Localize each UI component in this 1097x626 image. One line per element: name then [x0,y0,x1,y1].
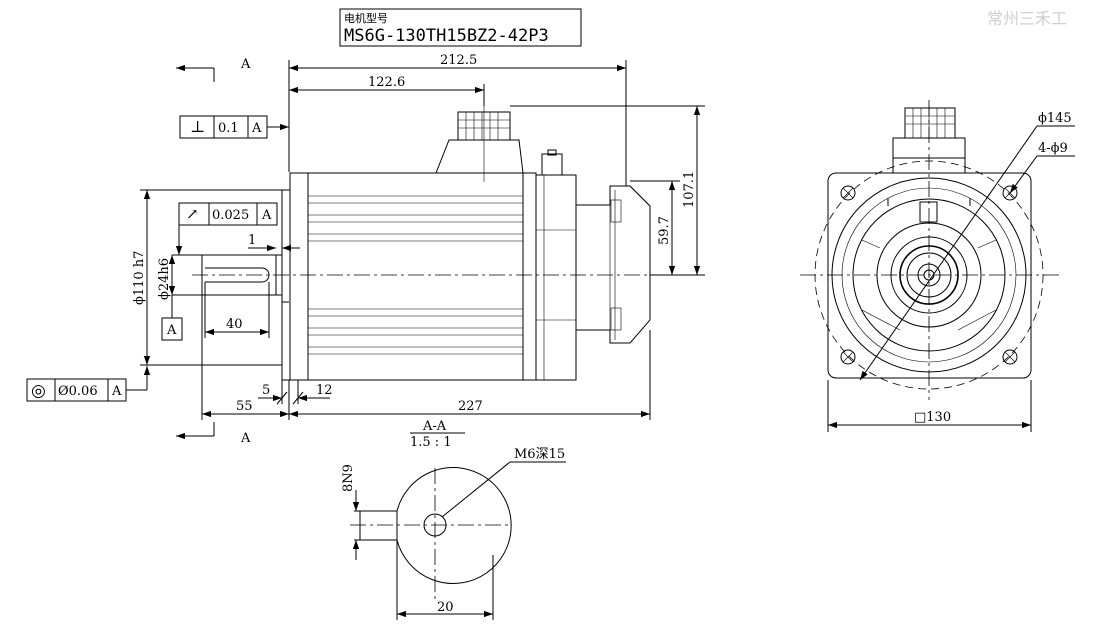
encoder-cover [575,185,651,344]
shaft-cross-section [396,467,512,584]
dim-bolt-circle: ϕ145 [1038,111,1072,126]
mounting-hole [1002,349,1018,365]
tol-conc-symbol: ◎ [31,381,46,401]
rear-housing [535,174,577,381]
section-mark-top: A [240,57,251,72]
dim-shaft-length: 55 [236,399,253,414]
tol-conc-datum: A [111,384,122,399]
motor-body [289,172,537,381]
motor-shaft [201,254,282,296]
datum-a-label: A [166,323,177,338]
dim-flange-step: 12 [316,383,333,398]
bolt-circle [814,160,1044,390]
mounting-hole [840,185,856,201]
motor-flange [281,189,291,381]
mounting-hole [840,349,856,365]
motor-model-number: MS6G-130TH15BZ2-42P3 [344,26,549,46]
dim-key-length: 40 [226,317,243,332]
dim-flange-thickness: 5 [262,383,270,398]
dim-tapped-hole: M6深15 [514,447,565,462]
dim-shaft-section: 20 [437,600,454,615]
tol-runout-symbol: ↗ [186,205,199,223]
tol-runout-datum: A [261,208,272,223]
tol-perp-value: 0.1 [218,121,239,136]
section-view: A-A 1.5 : 1 M6深15 8N9 20 [341,419,566,620]
section-title: A-A [422,419,447,434]
tol-conc-value: Ø0.06 [58,384,98,399]
dim-key-width: 8N9 [341,464,356,492]
dim-overall-length: 212.5 [440,53,477,68]
tol-perp-symbol: ⊥ [190,117,205,136]
tol-runout-value: 0.025 [212,208,249,223]
side-view: A A [26,53,705,446]
watermark: 常州三禾工 [987,9,1067,28]
title-block: 电机型号 MS6G-130TH15BZ2-42P3 [339,8,582,47]
datum-a-box [161,317,183,341]
title-block-frame [339,8,582,47]
section-scale: 1.5 : 1 [410,435,452,450]
section-mark-bottom: A [240,431,251,446]
dim-flange-to-connector: 122.6 [368,75,405,90]
dim-shaft-step: 1 [248,233,256,248]
tolerance-concentricity: ◎ Ø0.06 A [26,366,151,402]
dim-shaft-diameter: ϕ24h6 [157,258,172,300]
dim-flange-square: □130 [914,410,951,425]
front-flange-square [827,172,1032,379]
tolerance-runout: ↗ 0.025 A [175,202,278,255]
tolerance-perpendicularity: ⊥ 0.1 A [179,115,289,139]
dim-pilot-diameter: ϕ110 h7 [132,251,147,305]
dim-body-length: 227 [458,399,483,414]
dim-height-connector: 59.7 [657,216,672,245]
power-connector [435,139,524,174]
dim-height-top: 107.1 [682,171,697,208]
title-block-caption: 电机型号 [344,11,388,25]
tol-perp-datum: A [251,121,262,136]
dim-mounting-holes: 4-ϕ9 [1038,141,1068,156]
front-view: ϕ145 4-ϕ9 □130 [800,100,1075,432]
